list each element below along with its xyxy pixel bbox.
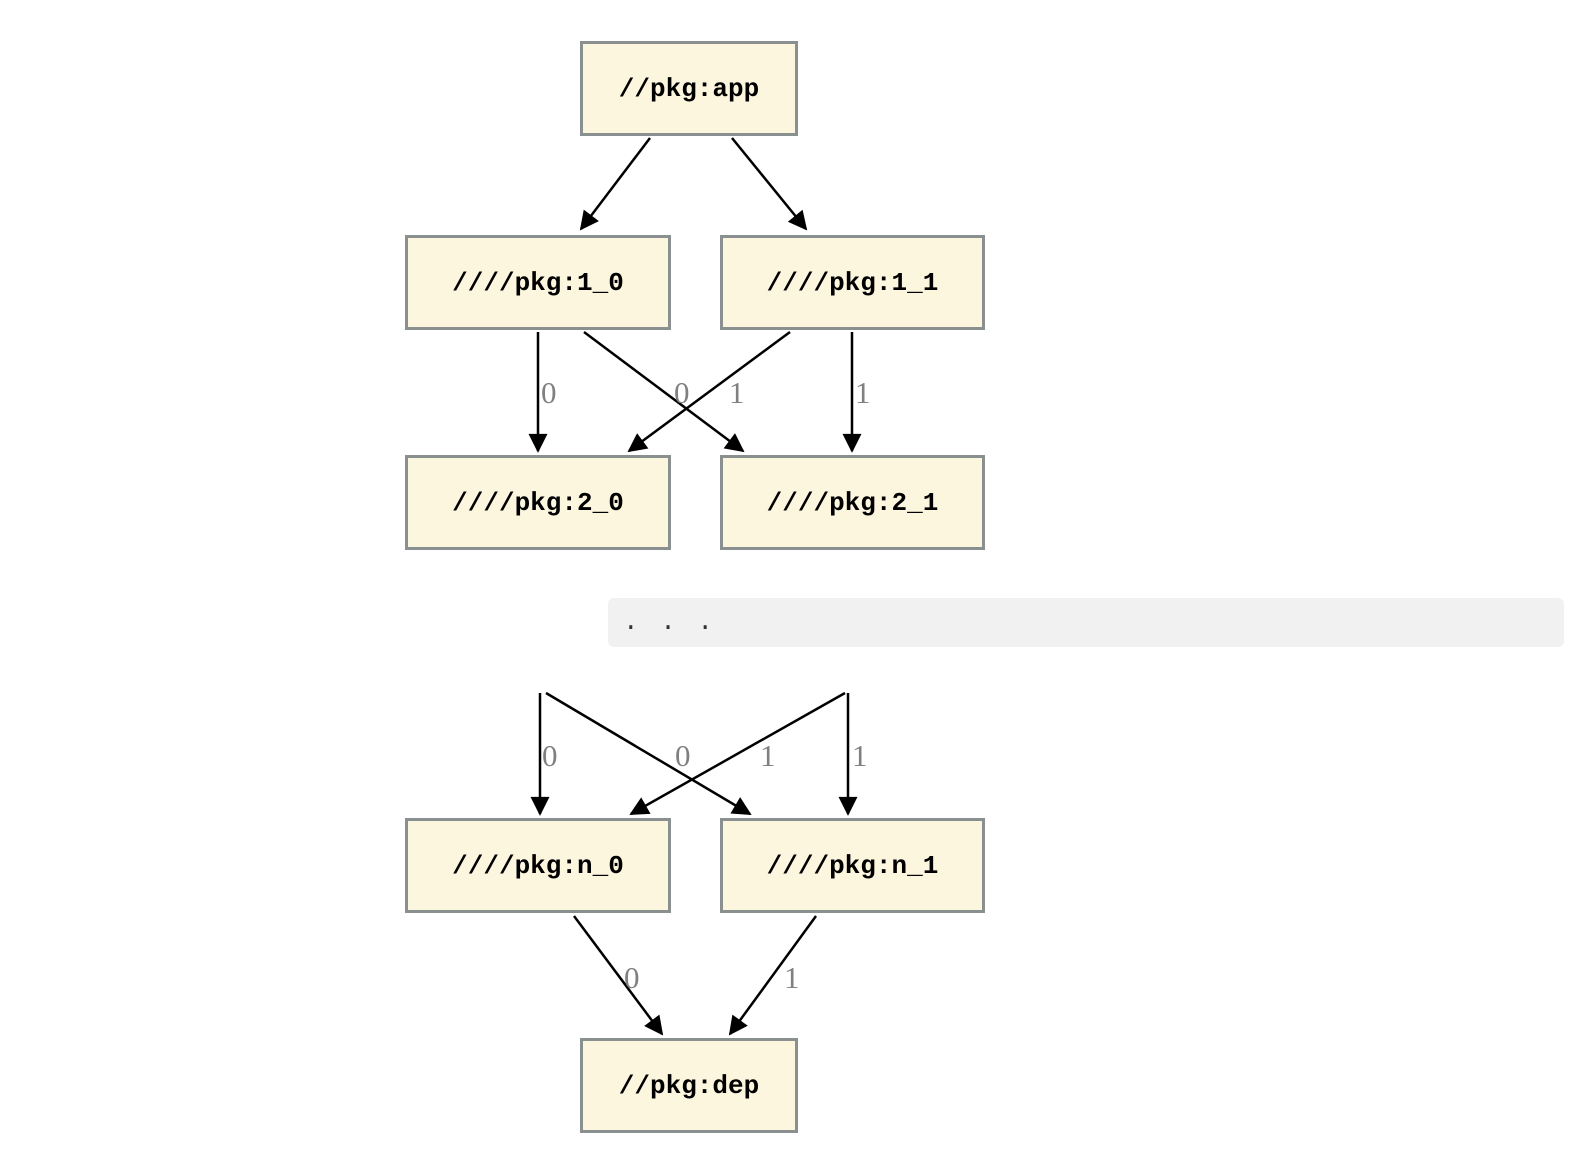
edge-ellipsis-to-n_1-cross (545, 691, 752, 816)
edge-label-1_1-2_0: 0 (674, 375, 690, 410)
edge-ellipsis-to-n_0-cross (629, 691, 846, 816)
edge-label-ellipsis-n_0-straight: 0 (542, 738, 558, 773)
edge-1_1-to-2_0 (627, 330, 791, 453)
edge-label-ellipsis-n_1-straight: 1 (852, 738, 868, 773)
edge-label-n_1-dep: 1 (784, 960, 800, 995)
node-pkg-n_0: ////pkg:n_0 (405, 818, 671, 913)
edge-label-n_0-dep: 0 (624, 960, 640, 995)
edge-n_1-to-dep (728, 915, 818, 1036)
node-pkg-app: //pkg:app (580, 41, 798, 136)
edge-n_0-to-dep (572, 915, 664, 1036)
edge-label-ellipsis-n_1-cross: 1 (760, 738, 776, 773)
node-pkg-1_1: ////pkg:1_1 (720, 235, 985, 330)
edge-app-to-1_0 (579, 137, 651, 231)
edge-app-to-1_1 (731, 137, 808, 231)
node-pkg-dep: //pkg:dep (580, 1038, 798, 1133)
node-pkg-2_1: ////pkg:2_1 (720, 455, 985, 550)
edge-label-1_0-2_1: 1 (729, 375, 745, 410)
edge-label-ellipsis-n_0-cross: 0 (675, 738, 691, 773)
edge-label-1_0-2_0: 0 (541, 375, 557, 410)
node-pkg-n_1: ////pkg:n_1 (720, 818, 985, 913)
edge-1_0-to-2_1 (583, 330, 745, 453)
node-pkg-2_0: ////pkg:2_0 (405, 455, 671, 550)
ellipsis-dots: . . . (623, 607, 714, 637)
edge-label-1_1-2_1: 1 (855, 375, 871, 410)
node-pkg-1_0: ////pkg:1_0 (405, 235, 671, 330)
ellipsis-band: . . . (608, 598, 1564, 647)
